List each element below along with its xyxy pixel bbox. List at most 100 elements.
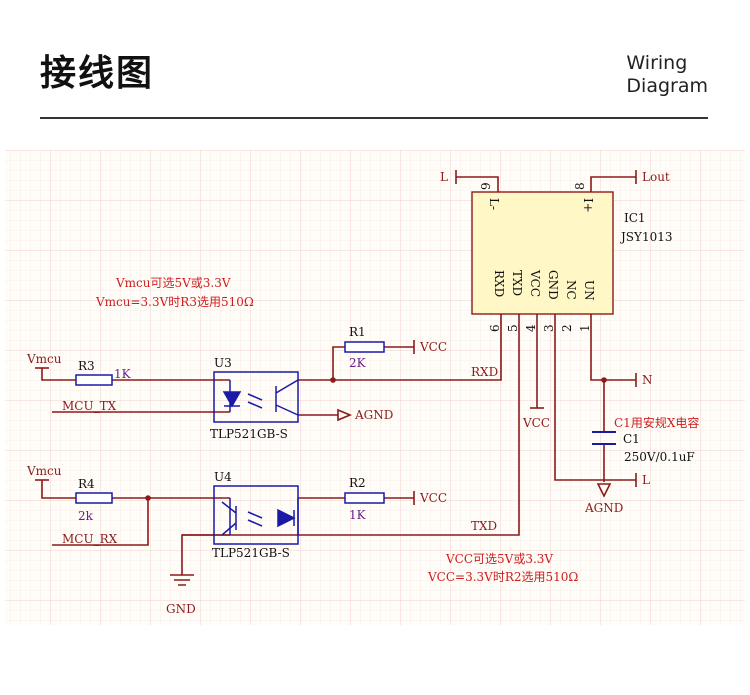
net-vmcu-bottom: Vmcu (26, 464, 62, 478)
pin-number-8: 8 (573, 182, 587, 190)
ic-label-rxd: RXD (492, 270, 506, 297)
net-rxd: RXD (471, 365, 498, 379)
u3-led-fill (224, 392, 240, 406)
r3-value: 1K (114, 367, 132, 381)
ic-pin-numbers: 9 8 6 5 4 3 2 1 (479, 182, 592, 332)
junction-n (601, 377, 607, 383)
subtitle-line-2: Diagram (626, 75, 708, 97)
u3-body (213, 371, 299, 423)
u3-ref: U3 (214, 356, 232, 370)
ic-label-i-plus: I+ (581, 198, 595, 213)
r4-value: 2k (78, 509, 94, 523)
u3-light-arrows (247, 393, 263, 409)
resistor-r2 (344, 492, 385, 504)
net-mcu-tx: MCU_TX (62, 399, 117, 413)
u4-led-triangle (278, 510, 294, 526)
u3-led-triangle (224, 392, 240, 406)
wire-mcu-rx (52, 498, 149, 546)
grid-major (5, 150, 745, 625)
u4-phototransistor (221, 501, 237, 536)
note-vcc-line2: VCC=3.3V时R2选用510Ω (427, 570, 578, 584)
wire-un-n (590, 314, 636, 381)
ic-ref: IC1 (624, 211, 646, 225)
resistor-r3 (75, 374, 113, 386)
net-n: N (642, 373, 653, 387)
u3-part: TLP521GB-S (210, 427, 288, 441)
agnd-arrow-ic (596, 483, 612, 498)
wiring-schematic: L- I+ RXD TXD VCC GND NC UN IC1 JSY1013 … (5, 150, 745, 625)
c1-value: 250V/0.1uF (624, 450, 695, 464)
pin-number-2: 2 (560, 324, 574, 332)
page-title: 接线图 (40, 53, 155, 94)
wire-pin9-L (456, 176, 499, 192)
wire-txd (181, 314, 520, 575)
ic-label-vcc: VCC (528, 269, 542, 297)
ic-label-nc: NC (564, 280, 578, 300)
optocoupler-u4 (213, 485, 299, 545)
junctions (145, 377, 607, 501)
resistors (75, 341, 385, 504)
subtitle-line-1: Wiring (626, 52, 688, 74)
header-divider (40, 117, 708, 119)
r2-value: 1K (349, 508, 367, 522)
ic-label-txd: TXD (510, 270, 524, 296)
ic-part: JSY1013 (619, 230, 673, 244)
note-vcc-line1: VCC可选5V或3.3V (445, 552, 553, 566)
junction-u3-r1 (330, 377, 336, 383)
pin-number-6: 6 (488, 324, 502, 332)
wire-u3-r1 (298, 346, 345, 381)
net-l-bottom: L (642, 473, 650, 487)
agnd-arrow-u3 (337, 408, 353, 422)
pin-number-3: 3 (542, 324, 556, 332)
pin-number-4: 4 (524, 324, 538, 332)
ic-label-un: UN (582, 280, 596, 301)
component-refs: R1 R2 R3 R4 U3 U4 TLP521GB-S TLP521GB-S … (78, 325, 695, 560)
r1-ref: R1 (349, 325, 366, 339)
net-agnd-u3: AGND (354, 408, 393, 422)
net-agnd-ic: AGND (584, 501, 623, 515)
wire-vmcu-r4 (41, 480, 76, 499)
net-labels: L Lout N L VCC AGND RXD TXD VCC VCC AGND… (26, 170, 670, 616)
resistor-r4 (75, 492, 113, 504)
junction-r4 (145, 495, 151, 501)
note-vmcu-line1: Vmcu可选5V或3.3V (115, 276, 231, 290)
net-gnd: GND (166, 602, 196, 616)
pin-number-1: 1 (578, 324, 592, 332)
ic-label-l-minus: L- (487, 198, 501, 210)
note-c1: C1用安规X电容 (614, 415, 699, 430)
ic-body (471, 191, 614, 315)
ic-label-gnd: GND (546, 270, 560, 300)
net-txd: TXD (471, 519, 497, 533)
pin-number-5: 5 (506, 324, 520, 332)
net-vcc-r2: VCC (419, 491, 447, 505)
u4-part: TLP521GB-S (212, 546, 290, 560)
net-mcu-rx: MCU_RX (62, 532, 118, 546)
resistor-r1 (344, 341, 385, 353)
wire-vmcu-r3 (41, 368, 76, 381)
design-notes: Vmcu可选5V或3.3V Vmcu=3.3V时R3选用510Ω VCC可选5V… (95, 276, 699, 584)
r2-ref: R2 (349, 476, 366, 490)
net-vcc-ic: VCC (522, 416, 550, 430)
wire-rxd (333, 314, 502, 381)
gnd-symbol (170, 574, 194, 586)
capacitor-c1 (592, 431, 616, 445)
ic-labels: L- I+ RXD TXD VCC GND NC UN IC1 JSY1013 (487, 198, 673, 301)
c1-ref: C1 (623, 432, 640, 446)
page-subtitle: Wiring Diagram (626, 52, 708, 98)
net-l-top: L (440, 170, 448, 184)
u4-light-arrows (247, 511, 263, 527)
r4-ref: R4 (78, 477, 95, 491)
net-vcc-r1: VCC (419, 340, 447, 354)
note-vmcu-line2: Vmcu=3.3V时R3选用510Ω (95, 295, 254, 309)
net-lout: Lout (642, 170, 670, 184)
wire-gnd-L (554, 314, 636, 481)
net-vmcu-top: Vmcu (26, 352, 62, 366)
power-flags (35, 170, 637, 586)
u4-led-fill (278, 510, 294, 526)
resistor-values: 2K 1K 1K 2k (78, 356, 367, 523)
r1-value: 2K (349, 356, 367, 370)
r3-ref: R3 (78, 359, 95, 373)
pin-number-9: 9 (479, 182, 493, 190)
u4-ref: U4 (214, 470, 232, 484)
u3-phototransistor (275, 379, 299, 416)
